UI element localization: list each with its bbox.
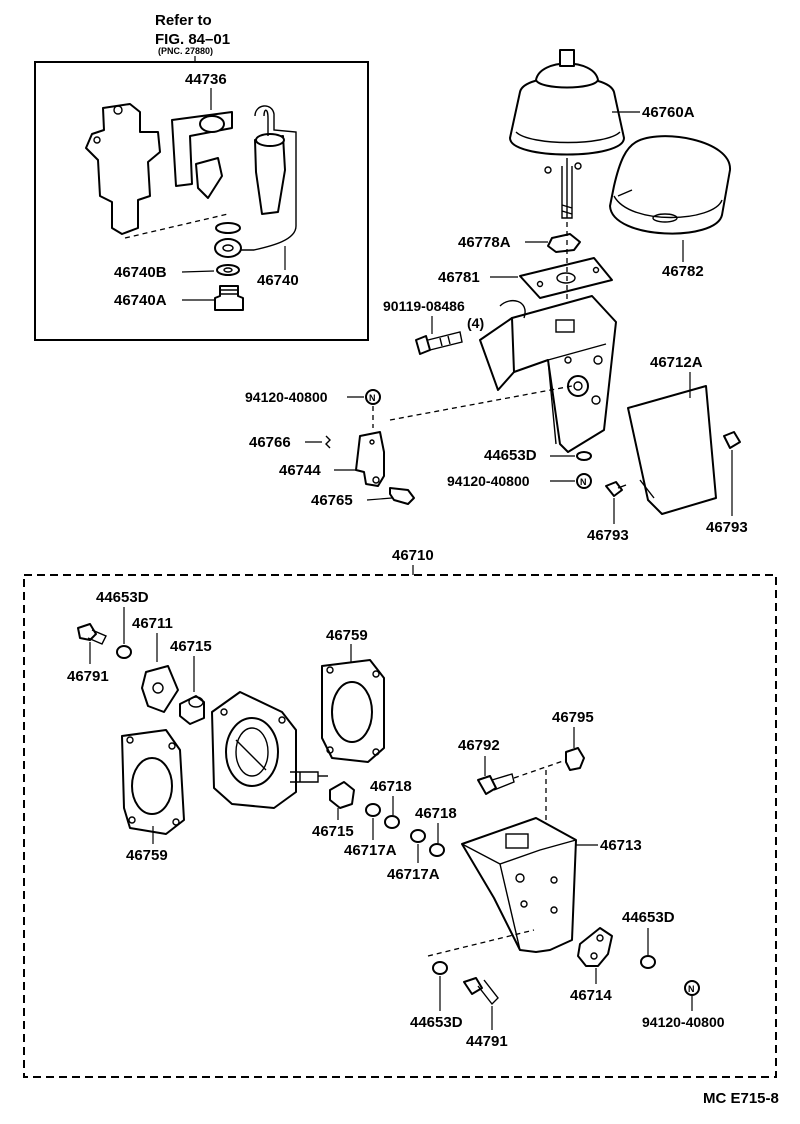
callout-46760A: 46760A xyxy=(642,104,695,121)
callout-46759-b: 46759 xyxy=(326,627,368,644)
callout-46793-a: 46793 xyxy=(587,527,629,544)
callout-46782: 46782 xyxy=(662,263,704,280)
callout-94120-40800-a: 94120-40800 xyxy=(245,389,328,405)
banjo-fitting xyxy=(214,238,242,258)
nut-94120-a xyxy=(365,389,381,405)
callout-46795: 46795 xyxy=(552,709,594,726)
upper-assembly: 46760A 46782 46778A 46781 xyxy=(245,49,748,544)
nut-letter-b: N xyxy=(580,477,587,487)
spring-46766 xyxy=(325,435,331,449)
nut-letter-a: N xyxy=(369,393,376,403)
washer-46718-a xyxy=(384,815,400,829)
callout-46718-a: 46718 xyxy=(370,778,412,795)
gasket-46711 xyxy=(141,665,179,713)
callout-44653D-d: 44653D xyxy=(410,1014,463,1031)
reference-inset: Refer to FIG. 84–01 (PNC. 27880) 44736 4… xyxy=(34,12,369,341)
screw-46793-b xyxy=(723,431,741,449)
callout-46778A: 46778A xyxy=(458,234,511,251)
plate-46781 xyxy=(519,257,613,299)
callout-46766: 46766 xyxy=(249,434,291,451)
callout-46713: 46713 xyxy=(600,837,642,854)
callout-44736: 44736 xyxy=(185,71,227,88)
callout-46740A: 46740A xyxy=(114,292,167,309)
callout-46712A: 46712A xyxy=(650,354,703,371)
washer-46740B xyxy=(216,264,240,276)
callout-46711: 46711 xyxy=(132,615,173,632)
screw-46793-a xyxy=(605,481,623,497)
callout-46744: 46744 xyxy=(279,462,321,479)
vacuum-element xyxy=(254,135,286,215)
washer-46717A-b xyxy=(410,829,426,843)
callout-46792: 46792 xyxy=(458,737,500,754)
bolt-90119-08486 xyxy=(415,335,431,355)
collar-46715-a xyxy=(179,695,205,725)
refer-pnc-label: (PNC. 27880) xyxy=(158,46,213,56)
callout-46740B: 46740B xyxy=(114,264,167,281)
refer-fig-label: FIG. 84–01 xyxy=(155,31,230,48)
washer-44653D-b xyxy=(116,645,132,659)
callout-46718-b: 46718 xyxy=(415,805,457,822)
washer-44653D-c xyxy=(640,955,656,969)
figure-code: MC E715-8 xyxy=(703,1090,779,1107)
nut-46795 xyxy=(565,747,585,771)
assembly-frame xyxy=(23,574,777,1078)
lower-assembly-46710: 46710 44653D 46791 46711 46715 46759 xyxy=(23,547,777,1078)
bolt-46792 xyxy=(477,775,497,795)
nut-letter-c: N xyxy=(688,984,695,994)
callout-46717A-a: 46717A xyxy=(344,842,397,859)
callout-46715-b: 46715 xyxy=(312,823,354,840)
inset-frame xyxy=(34,61,369,341)
shield-46712A xyxy=(627,385,717,515)
callout-46791: 46791 xyxy=(67,668,109,685)
washer-44653D-a xyxy=(576,451,592,461)
callout-46715-a: 46715 xyxy=(170,638,212,655)
nut-94120-c xyxy=(684,980,700,996)
dashpot-body xyxy=(85,103,161,235)
washer-44653D-d xyxy=(432,961,448,975)
pin-46765 xyxy=(389,487,415,505)
callout-44791: 44791 xyxy=(466,1033,508,1050)
callout-46710: 46710 xyxy=(392,547,434,564)
callout-46714: 46714 xyxy=(570,987,612,1004)
callout-44653D-a: 44653D xyxy=(484,447,537,464)
callout-qty-4: (4) xyxy=(467,315,484,331)
callout-94120-40800-c: 94120-40800 xyxy=(642,1014,725,1030)
bolt-46791 xyxy=(77,623,97,641)
nut-94120-b xyxy=(576,473,592,489)
washer-upper xyxy=(215,222,241,234)
callout-46781: 46781 xyxy=(438,269,480,286)
callout-46717A-b: 46717A xyxy=(387,866,440,883)
callout-94120-40800-b: 94120-40800 xyxy=(447,473,530,489)
washer-46717A-a xyxy=(365,803,381,817)
nut-46778A xyxy=(547,233,581,253)
callout-46765: 46765 xyxy=(311,492,353,509)
callout-44653D-c: 44653D xyxy=(622,909,675,926)
bolt-44791 xyxy=(463,977,483,995)
callout-46759-a: 46759 xyxy=(126,847,168,864)
cover-46782 xyxy=(609,135,732,235)
refer-to-label: Refer to xyxy=(155,12,212,29)
callout-90119-08486: 90119-08486 xyxy=(383,298,465,314)
callout-46793-b: 46793 xyxy=(706,519,748,536)
lever-46714 xyxy=(577,927,613,967)
collar-46715-b xyxy=(329,781,355,809)
bracket-46713 xyxy=(461,817,577,953)
callout-46740: 46740 xyxy=(257,272,299,289)
callout-44653D-b: 44653D xyxy=(96,589,149,606)
lever-46744 xyxy=(355,431,385,487)
washer-46718-b xyxy=(429,843,445,857)
